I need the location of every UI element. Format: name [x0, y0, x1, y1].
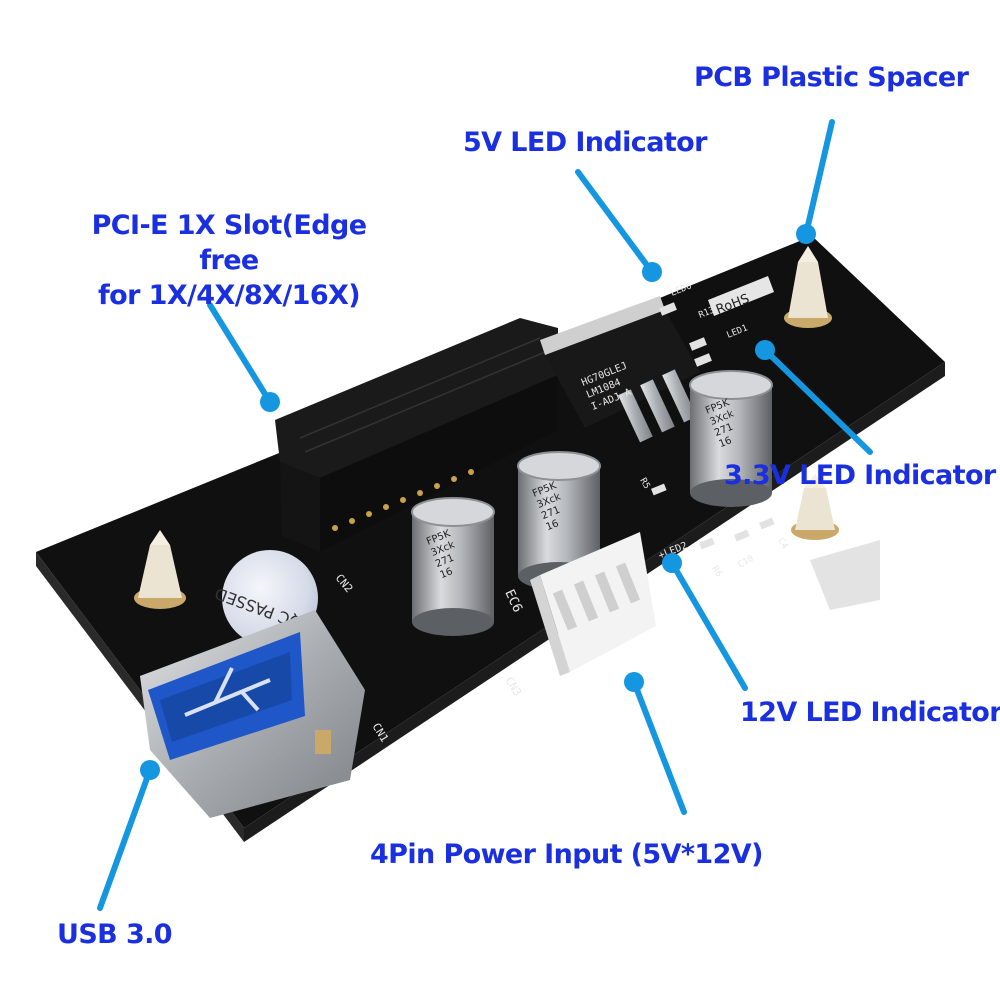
capacitor: FP5K 3Xck 271 16: [411, 497, 495, 636]
silk-c10: C10: [737, 554, 756, 571]
pointer-3v3-led: [755, 340, 873, 455]
usb-port: [140, 610, 365, 818]
cap-marking-4: 16: [438, 566, 454, 581]
callout-pcie-slot: PCI-E 1X Slot(Edge free for 1X/4X/8X/16X…: [60, 208, 398, 313]
usb-logo-icon: [184, 667, 271, 717]
pointer-pcie: [207, 302, 280, 412]
silk-cn3: CN3: [502, 675, 524, 699]
smd-components: [651, 302, 775, 550]
pointer-usb: [97, 760, 160, 911]
callout-pcie-slot-line2: for 1X/4X/8X/16X): [98, 280, 361, 312]
callout-usb: USB 3.0: [57, 919, 173, 950]
callout-3v3-led: 3.3V LED Indicator: [724, 460, 996, 491]
silk-r6: R6: [709, 565, 723, 579]
pointer-spacer: [796, 119, 835, 244]
callout-power-input: 4Pin Power Input (5V*12V): [370, 839, 763, 870]
callout-12v-led: 12V LED Indicator: [740, 697, 1000, 728]
silk-c4: C4: [775, 537, 789, 551]
cap-marking-4: 16: [544, 518, 560, 533]
power-connector: [530, 532, 656, 676]
pointer-12v-led: [662, 553, 748, 691]
silk-r5: R5: [637, 477, 651, 491]
pcb-spacer: [134, 530, 186, 609]
callout-pointers: [97, 119, 873, 911]
capacitor: FP5K 3Xck 271 16: [689, 370, 773, 507]
cap-marking-4: 16: [717, 435, 733, 450]
pcb-spacer: [791, 474, 839, 540]
pcb-spacer: [784, 246, 832, 328]
callout-5v-led: 5V LED Indicator: [463, 127, 707, 158]
voltage-regulator: HG70GLEJ LM1084 I-ADJ A: [540, 296, 700, 443]
callout-pcb-spacer: PCB Plastic Spacer: [694, 62, 969, 93]
pointer-5v-led: [575, 169, 662, 282]
pointer-power: [624, 672, 687, 815]
callout-pcie-slot-line1: PCI-E 1X Slot(Edge free: [91, 210, 367, 277]
pcie-slot: [275, 318, 558, 552]
